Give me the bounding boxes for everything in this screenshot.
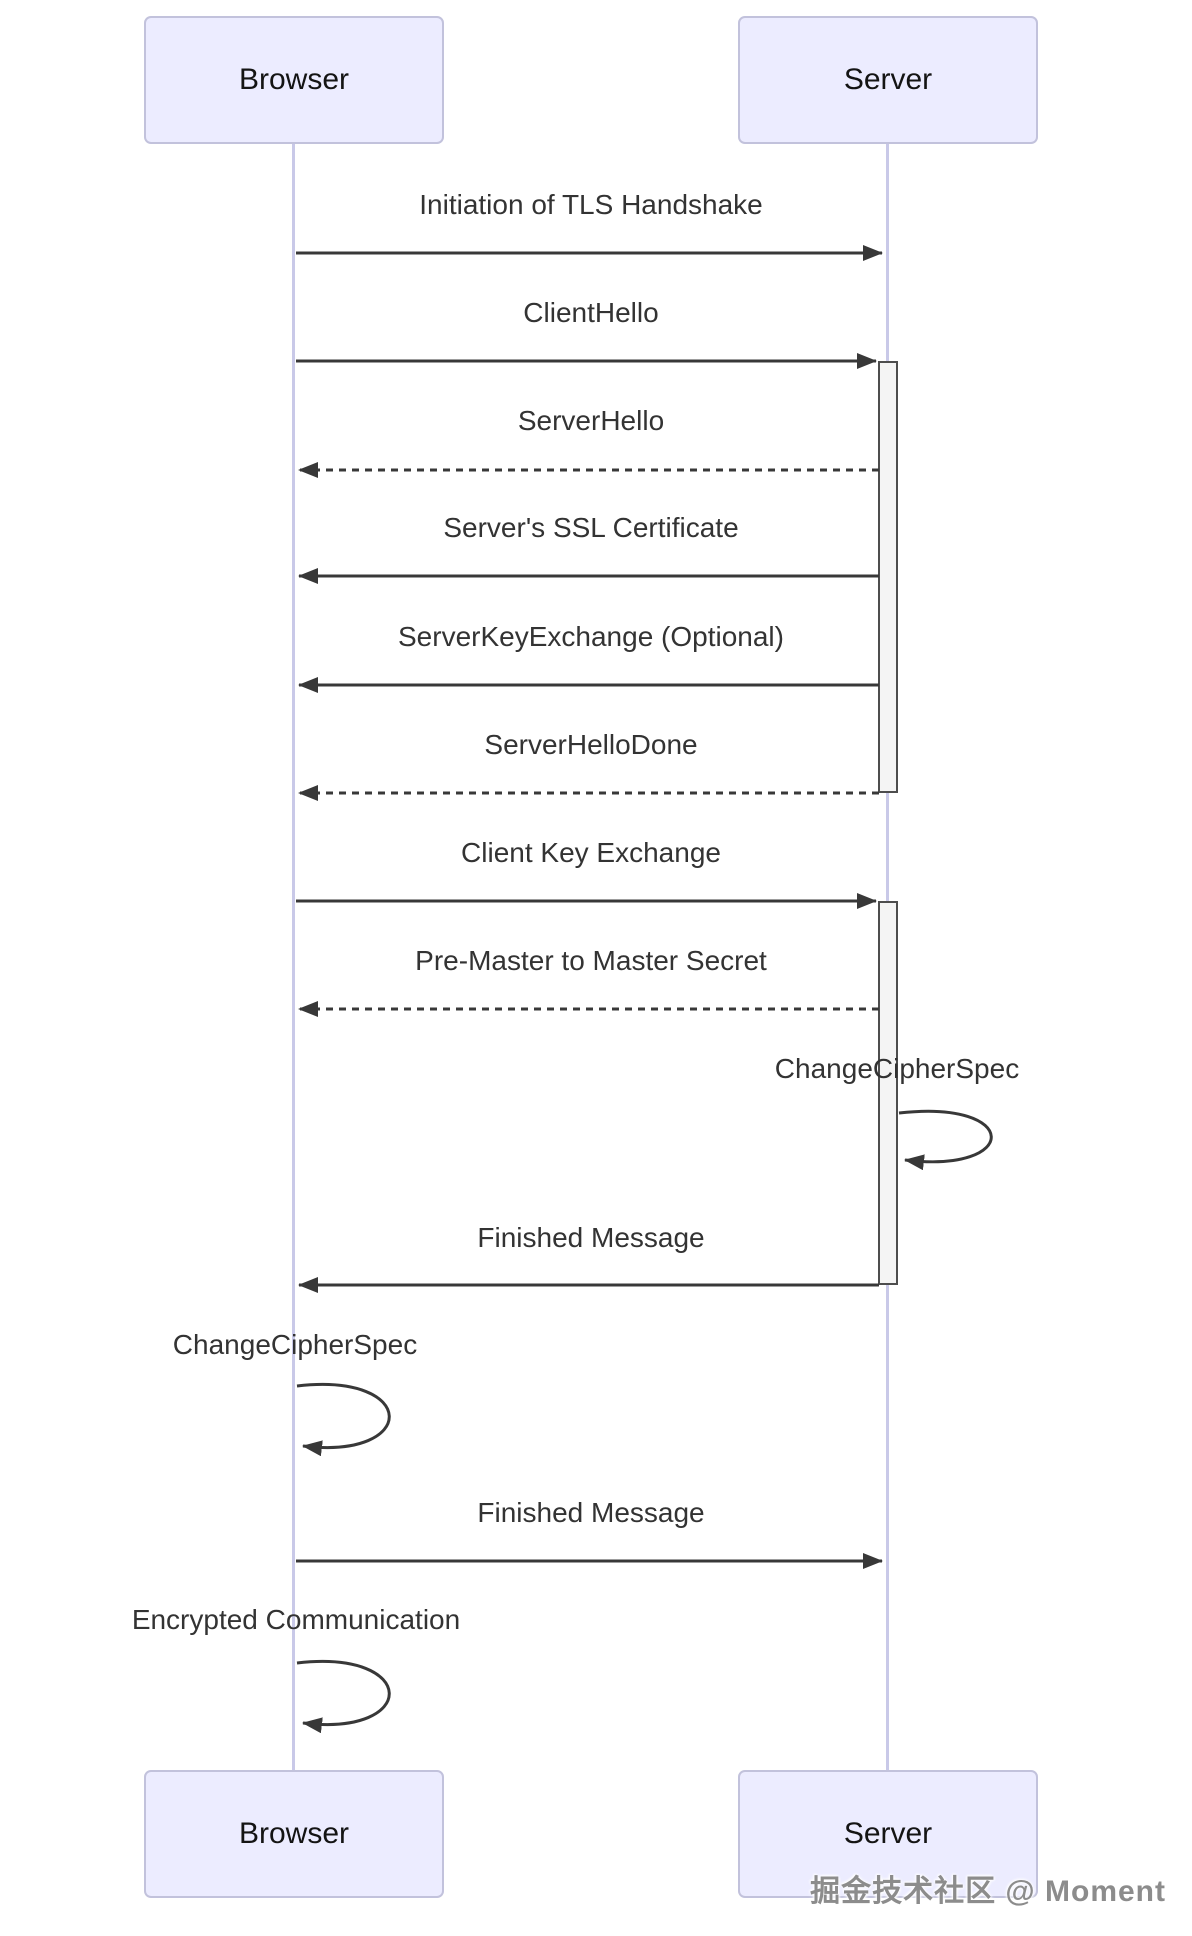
message-label: Pre-Master to Master Secret — [415, 945, 767, 976]
message-label: Server's SSL Certificate — [443, 512, 739, 543]
message-label: ServerHello — [517, 405, 665, 436]
actor-box-browser-bottom: Browser — [144, 1770, 444, 1898]
watermark: 掘金技术社区 @ Moment — [810, 1875, 1166, 1908]
self-loop-arrow — [296, 1660, 391, 1734]
actor-box-browser-top: Browser — [144, 16, 444, 144]
message-label: ClientHello — [523, 297, 659, 328]
self-loop-arrow — [898, 1109, 993, 1171]
message-label: ChangeCipherSpec — [774, 1053, 1020, 1084]
message-label: Finished Message — [477, 1497, 705, 1528]
self-loop-arrow — [296, 1383, 391, 1457]
actor-label: Browser — [238, 63, 350, 96]
actor-box-server-bottom: Server — [738, 1770, 1038, 1898]
message-label: ServerHelloDone — [484, 729, 698, 760]
lifeline-browser — [292, 144, 295, 1770]
actor-label: Browser — [238, 1817, 350, 1850]
actor-label: Server — [843, 1817, 933, 1850]
message-label: ChangeCipherSpec — [172, 1329, 418, 1360]
actor-label: Server — [843, 63, 933, 96]
actor-box-server-top: Server — [738, 16, 1038, 144]
message-label: Client Key Exchange — [461, 837, 721, 868]
message-label: ServerKeyExchange (Optional) — [398, 621, 784, 652]
message-label: Initiation of TLS Handshake — [419, 189, 763, 220]
message-label: Encrypted Communication — [131, 1604, 461, 1635]
message-label: Finished Message — [477, 1222, 705, 1253]
activation-bar-server-2 — [878, 901, 898, 1285]
